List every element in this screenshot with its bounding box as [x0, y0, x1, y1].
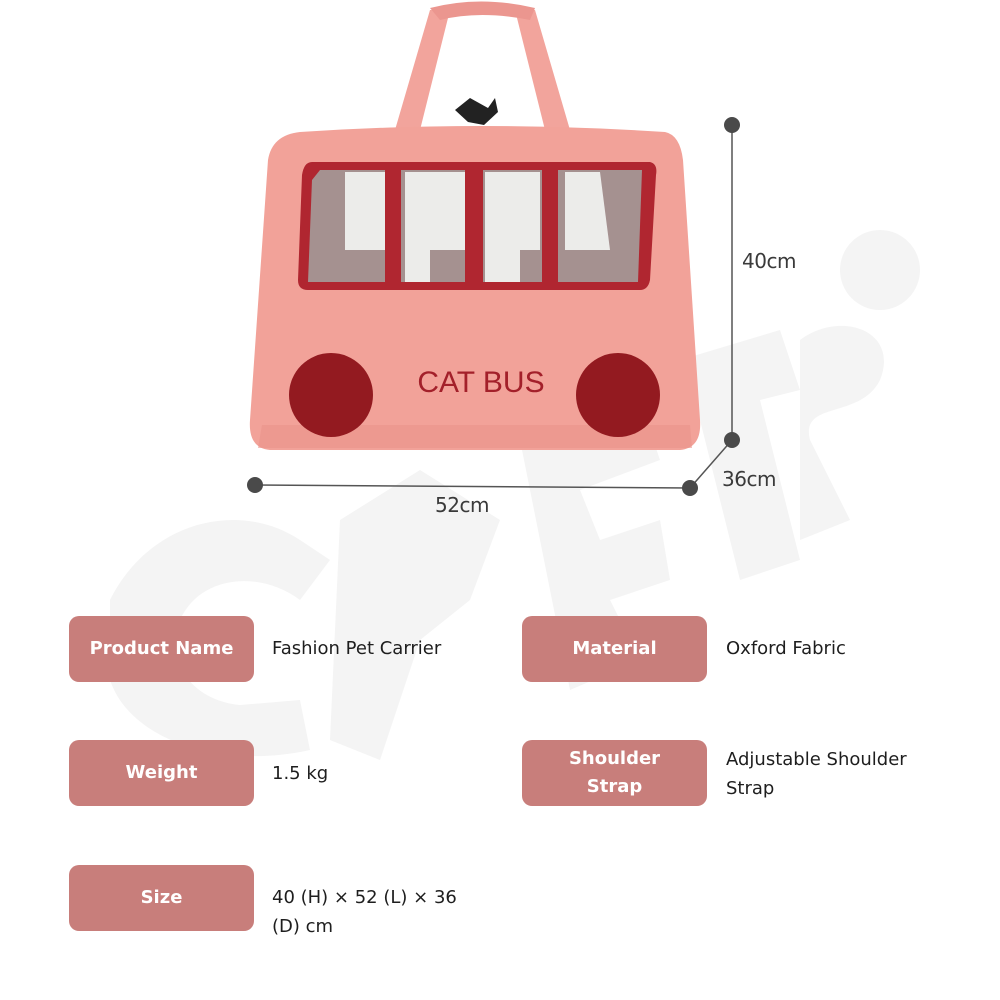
product-image-cat-bus-carrier: CAT BUS — [247, 1, 740, 496]
dimension-height: 40cm — [742, 249, 796, 273]
spec-label-weight: Weight — [69, 740, 254, 806]
cat-bus-print: CAT BUS — [417, 366, 544, 399]
zipper-pull-icon — [455, 98, 498, 125]
spec-label-size: Size — [69, 865, 254, 931]
dimension-length: 52cm — [435, 493, 489, 517]
spec-value-weight: 1.5 kg — [272, 763, 329, 784]
tail-light-left — [289, 353, 373, 437]
tail-light-right — [576, 353, 660, 437]
spec-value-material: Oxford Fabric — [726, 638, 846, 659]
spec-label-material: Material — [522, 616, 707, 682]
handle-left — [395, 10, 450, 130]
spec-value-shoulder-strap: Adjustable Shoulder Strap — [726, 749, 907, 799]
handle-right — [515, 10, 570, 130]
spec-value-size: 40 (H) × 52 (L) × 36 (D) cm — [272, 887, 457, 937]
spec-value-product-name: Fashion Pet Carrier — [272, 638, 442, 659]
spec-label-shoulder-strap: Shoulder Strap — [522, 740, 707, 806]
spec-label-product-name: Product Name — [69, 616, 254, 682]
dimension-depth: 36cm — [722, 467, 776, 491]
